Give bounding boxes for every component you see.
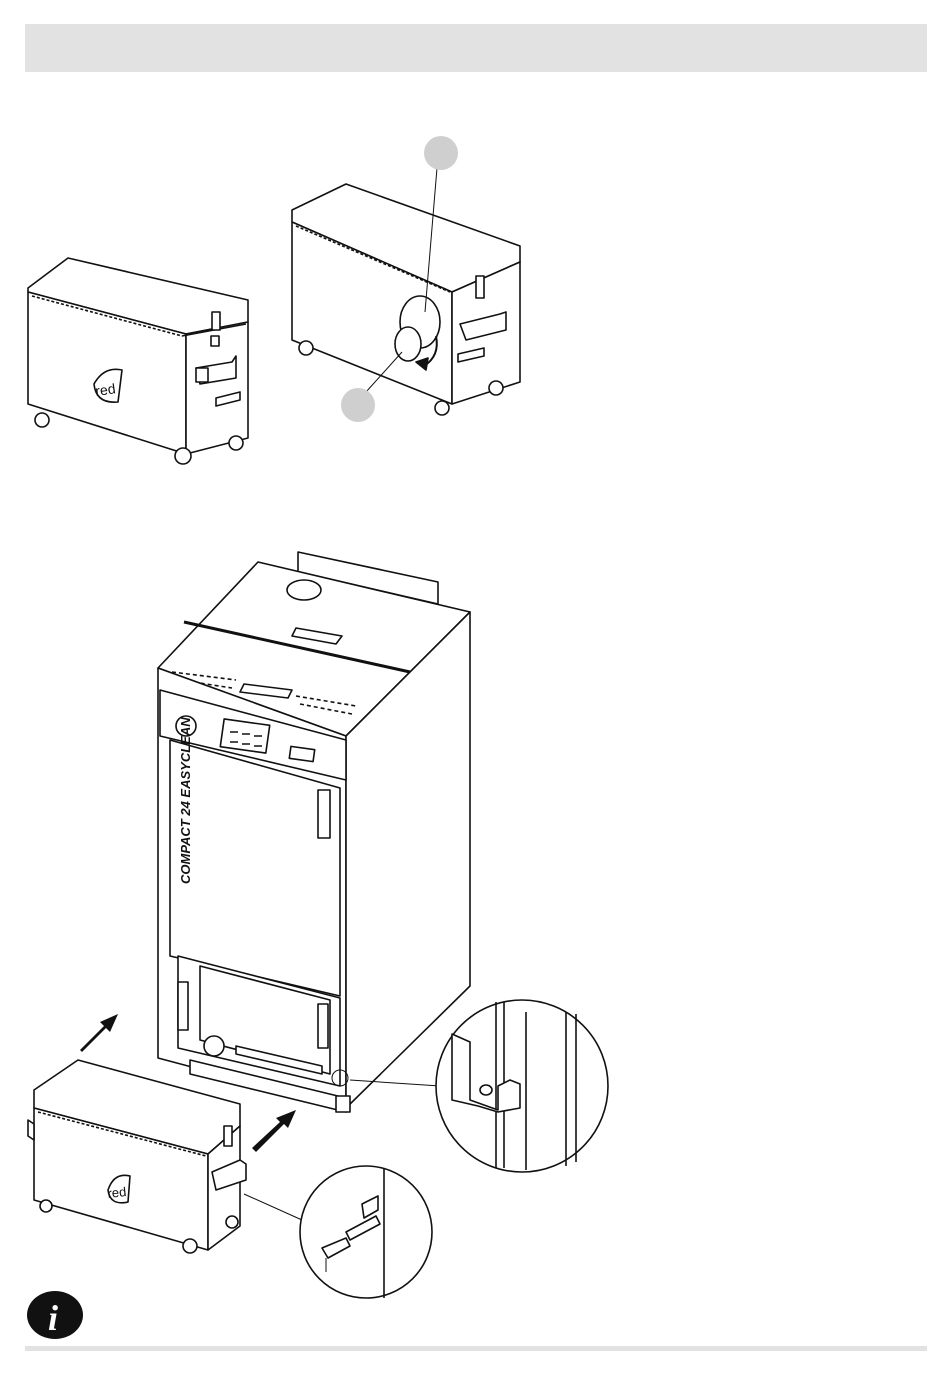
svg-text:red: red <box>107 1184 127 1201</box>
ash-box-rear <box>292 136 520 422</box>
info-icon: i <box>26 1290 84 1340</box>
callout-marker-2 <box>341 388 375 422</box>
ash-box-closed: red <box>28 258 248 464</box>
model-label: COMPACT 24 EASYCLEAN <box>178 717 193 884</box>
svg-text:i: i <box>48 1298 58 1338</box>
footer-line <box>25 1346 927 1351</box>
zoom-detail-circle-2 <box>244 1166 432 1298</box>
boiler-unit: COMPACT 24 EASYCLEAN <box>158 552 470 1112</box>
ash-box-inserting: red <box>28 1060 246 1253</box>
svg-text:red: red <box>94 380 116 399</box>
callout-marker-1 <box>424 136 458 170</box>
